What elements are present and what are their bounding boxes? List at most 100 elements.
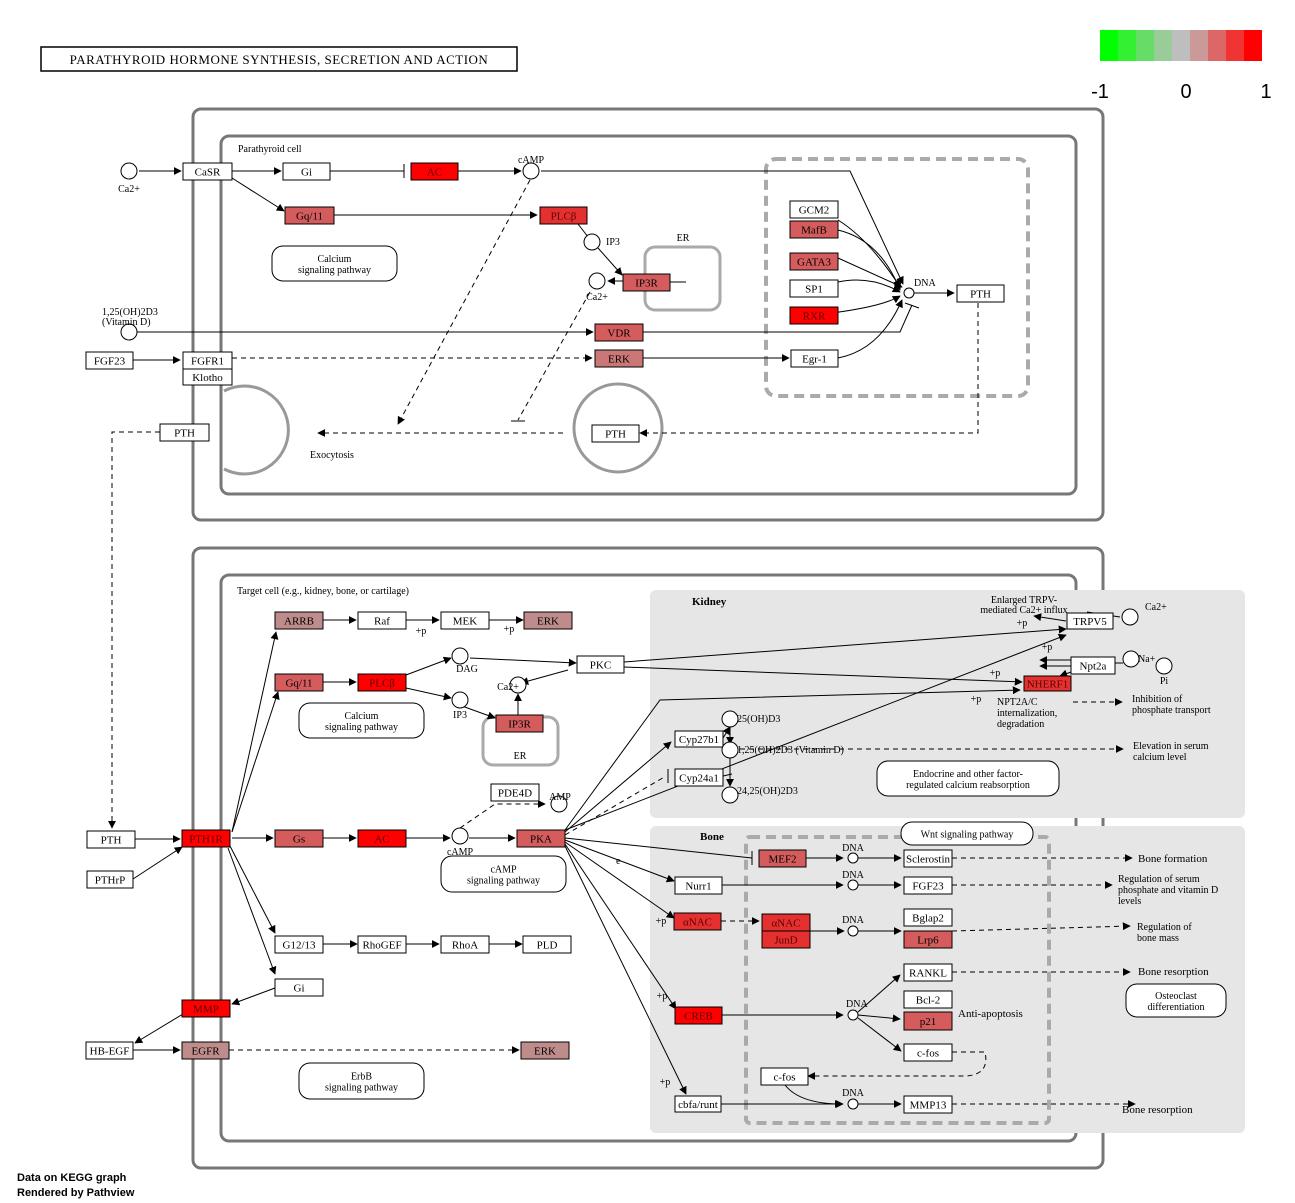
gene-label: PTH (174, 428, 195, 440)
gene-node-anac2[interactable]: αNAC (761, 913, 811, 932)
compound-ip3[interactable]: IP3 (451, 691, 469, 721)
gene-node-rankl[interactable]: RANKL (903, 963, 953, 982)
gene-node-pkc[interactable]: PKC (576, 655, 625, 674)
svg-text:phosphate and vitamin D: phosphate and vitamin D (1118, 885, 1218, 896)
pathway-link-label: Osteoclast (1155, 991, 1197, 1002)
compound-amp[interactable]: AMP (549, 792, 571, 813)
gene-node-fgf23[interactable]: FGF23 (85, 351, 134, 370)
gene-node-ac[interactable]: AC (357, 829, 407, 848)
gene-node-nherf1[interactable]: NHERF1 (1023, 675, 1072, 692)
phosphorylation-label: +p (1017, 618, 1028, 629)
gene-label: VDR (607, 328, 631, 340)
compound-oh25d3[interactable]: 25(OH)D3 (721, 710, 780, 728)
gene-node-egfr[interactable]: EGFR (181, 1041, 230, 1060)
gene-node-gq11[interactable]: Gq/11 (284, 206, 335, 225)
compound-oh125d3[interactable]: 1,25(OH)2D3 (Vitamin D) (721, 741, 844, 759)
compound-pi[interactable]: Pi (1155, 657, 1173, 687)
gene-node-bglap2[interactable]: Bglap2 (903, 908, 953, 927)
gene-node-npt2a[interactable]: Npt2a (1070, 656, 1116, 675)
gene-node-ip3r[interactable]: IP3R (622, 273, 671, 292)
gene-node-ac[interactable]: AC (410, 162, 459, 181)
gene-node-egr1[interactable]: Egr-1 (790, 349, 839, 368)
pathway-link-endocrine[interactable]: Endocrine and other factor-regulated cal… (876, 760, 1060, 797)
gene-node-gs[interactable]: Gs (274, 829, 324, 848)
gene-node-vdr[interactable]: VDR (594, 323, 644, 342)
gene-node-erk2[interactable]: ERK (520, 1041, 570, 1060)
compound-camp[interactable]: cAMP (447, 827, 474, 858)
gene-node-erk1[interactable]: ERK (523, 611, 573, 630)
gene-label: PTH (970, 289, 991, 301)
gene-node-lrp6[interactable]: Lrp6 (903, 930, 953, 949)
gene-node-cyp27b1[interactable]: Cyp27b1 (674, 730, 724, 748)
gene-node-pth1r[interactable]: PTH1R (181, 829, 231, 848)
gene-node-cfos2[interactable]: c-fos (760, 1067, 809, 1086)
gene-node-jund[interactable]: JunD (761, 930, 811, 949)
kidney-region (650, 590, 1245, 818)
gene-node-pthrp[interactable]: PTHrP (86, 870, 134, 889)
gene-node-mmp[interactable]: MMP (181, 999, 231, 1018)
gene-node-pka[interactable]: PKA (516, 829, 566, 848)
gene-node-klotho[interactable]: Klotho (182, 368, 233, 386)
compound-ca2[interactable]: Ca2+ (586, 272, 608, 303)
compound-camp[interactable]: cAMP (518, 155, 545, 180)
compound-ca2[interactable]: Ca2+ (1121, 602, 1167, 626)
gene-node-raf[interactable]: Raf (357, 611, 407, 630)
gene-node-fgfr1[interactable]: FGFR1 (182, 351, 233, 370)
gene-node-pld[interactable]: PLD (522, 935, 572, 954)
gene-node-cfos1[interactable]: c-fos (903, 1043, 953, 1062)
gene-node-g1213[interactable]: G12/13 (274, 935, 324, 954)
annot-bone-resorption-1: Bone resorption (1138, 966, 1209, 978)
compound-dag[interactable]: DAG (451, 647, 478, 675)
gene-node-pth[interactable]: PTH (86, 830, 136, 849)
gene-node-mafb[interactable]: MafB (789, 220, 839, 239)
gene-node-pth[interactable]: PTH (956, 284, 1005, 303)
gene-node-p21[interactable]: p21 (903, 1011, 953, 1031)
gene-node-cyp24a1[interactable]: Cyp24a1 (674, 768, 724, 787)
gene-node-arrb[interactable]: ARRB (274, 611, 324, 630)
gene-node-gcm2[interactable]: GCM2 (789, 200, 839, 219)
gene-node-mek[interactable]: MEK (440, 611, 490, 630)
gene-node-pde4d[interactable]: PDE4D (490, 783, 540, 802)
gene-node-erk[interactable]: ERK (594, 349, 644, 368)
title-box (40, 46, 518, 72)
compound-ip3[interactable]: IP3 (583, 233, 620, 251)
gene-node-anac1[interactable]: αNAC (673, 912, 722, 931)
gene-node-cbfa[interactable]: cbfa/runt (674, 1095, 722, 1113)
compound-vitd[interactable]: 1,25(OH)2D3 (102, 307, 158, 341)
gene-node-fgf23[interactable]: FGF23 (903, 876, 953, 895)
gene-node-mef2[interactable]: MEF2 (758, 849, 807, 868)
gene-node-sclerostin[interactable]: Sclerostin (903, 849, 953, 868)
svg-text:NPT2A/C: NPT2A/C (997, 697, 1038, 708)
er-label-2: ER (514, 751, 527, 762)
gene-node-gi[interactable]: Gi (274, 978, 324, 997)
gene-node-plcb[interactable]: PLCβ (357, 673, 407, 692)
gene-node-sp1[interactable]: SP1 (789, 279, 839, 298)
gene-node-plcb[interactable]: PLCβ (539, 206, 588, 225)
gene-node-pth_out[interactable]: PTH (159, 423, 210, 442)
gene-node-casr[interactable]: CaSR (182, 162, 233, 181)
gene-node-nurr1[interactable]: Nurr1 (674, 876, 723, 895)
gene-node-gi[interactable]: Gi (282, 162, 331, 181)
gene-node-gq11[interactable]: Gq/11 (274, 673, 324, 692)
compound-oh2425d3[interactable]: 24,25(OH)2D3 (721, 786, 798, 804)
gene-node-rhogef[interactable]: RhoGEF (357, 935, 407, 954)
gene-node-rxr[interactable]: RXR (789, 306, 839, 325)
compound-na[interactable]: Na+ (1122, 650, 1156, 668)
gene-node-ip3r[interactable]: IP3R (495, 714, 544, 733)
gene-node-bcl2[interactable]: Bcl-2 (903, 990, 953, 1009)
compound-ca2[interactable]: Ca2+ (497, 676, 527, 694)
gene-node-pth_vesicle[interactable]: PTH (591, 424, 640, 443)
gene-node-creb[interactable]: CREB (674, 1006, 723, 1025)
gene-node-gata3[interactable]: GATA3 (789, 252, 839, 271)
gene-node-trpv5[interactable]: TRPV5 (1066, 612, 1114, 630)
pathway-link-wnt[interactable]: Wnt signaling pathway (900, 821, 1034, 846)
compound-ca2[interactable]: Ca2+ (118, 162, 140, 195)
gene-node-rhoa[interactable]: RhoA (440, 935, 490, 954)
gene-node-hbegf[interactable]: HB-EGF (85, 1041, 134, 1060)
gene-node-mmp13[interactable]: MMP13 (903, 1095, 953, 1114)
